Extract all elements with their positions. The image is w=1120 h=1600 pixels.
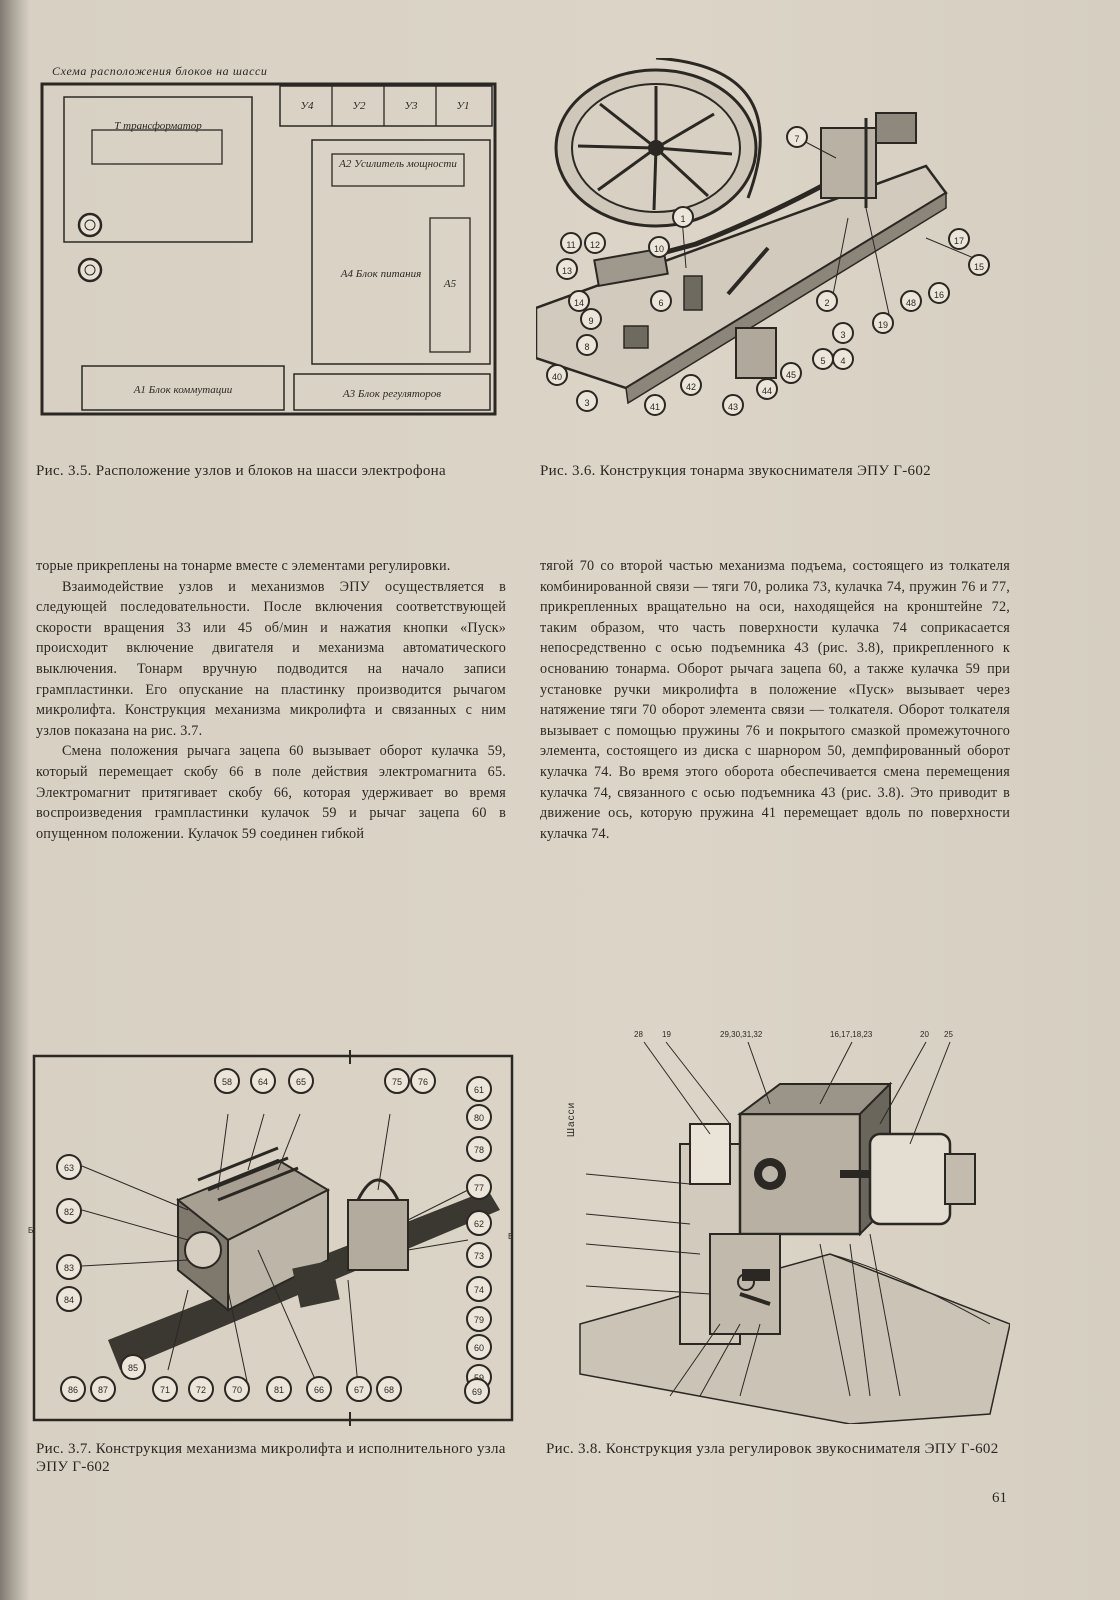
- page-number: 61: [992, 1490, 1007, 1506]
- callout: 44: [756, 378, 778, 400]
- part-number: 19: [662, 1030, 671, 1039]
- callout: 45: [780, 362, 802, 384]
- callout-68: 68: [376, 1376, 402, 1402]
- callout: 4: [832, 348, 854, 370]
- callout-63: 63: [56, 1154, 82, 1180]
- callout-74: 74: [466, 1276, 492, 1302]
- text-column-left: торые прикреплены на тонарме вместе с эл…: [36, 556, 506, 844]
- callout: 10: [648, 236, 670, 258]
- callout-84: 84: [56, 1286, 82, 1312]
- callout-79: 79: [466, 1306, 492, 1332]
- block-label-u3: У3: [404, 100, 418, 112]
- callout-80: 80: [466, 1104, 492, 1130]
- callout: 3: [832, 322, 854, 344]
- callout: 48: [900, 290, 922, 312]
- callout: 41: [644, 394, 666, 416]
- callout: 40: [546, 364, 568, 386]
- callout-87: 87: [90, 1376, 116, 1402]
- block-label-switching: А1 Блок коммутации: [133, 384, 233, 396]
- callout: 42: [680, 374, 702, 396]
- block-label-amplifier: А2 Усилитель мощности: [339, 158, 457, 170]
- callout-65: 65: [288, 1068, 314, 1094]
- paragraph: торые прикреплены на тонарме вместе с эл…: [36, 558, 451, 574]
- section-mark: Б: [28, 1226, 34, 1235]
- callout: 3: [576, 390, 598, 412]
- chassis-layout-drawing: [40, 82, 497, 416]
- block-label-u2: У2: [352, 100, 366, 112]
- caption-fig-3-5: Рис. 3.5. Расположение узлов и блоков на…: [36, 463, 446, 479]
- callout-67: 67: [346, 1376, 372, 1402]
- section-mark: Б: [508, 1232, 514, 1241]
- scheme-title: Схема расположения блоков на шасси: [52, 64, 268, 78]
- paragraph: Взаимодействие узлов и механизмов ЭПУ ос…: [36, 578, 506, 739]
- callout: 9: [580, 308, 602, 330]
- callout-61: 61: [466, 1076, 492, 1102]
- callout-58: 58: [214, 1068, 240, 1094]
- microlift-drawing: [32, 1050, 514, 1426]
- callout: 2: [816, 290, 838, 312]
- part-number: 29,30,31,32: [720, 1030, 763, 1039]
- callout-83: 83: [56, 1254, 82, 1280]
- callout: 11: [560, 232, 582, 254]
- adjustment-unit-drawing: [579, 1041, 1010, 1424]
- callout-85: 85: [120, 1354, 146, 1380]
- callout: 15: [968, 254, 990, 276]
- figure-3-5: Схема расположения блоков на шасси: [30, 62, 505, 422]
- callout-82: 82: [56, 1198, 82, 1224]
- callout: 43: [722, 394, 744, 416]
- callout: 19: [872, 312, 894, 334]
- callout: 8: [576, 334, 598, 356]
- callout-78: 78: [466, 1136, 492, 1162]
- callout: 7: [786, 126, 808, 148]
- callout: 12: [584, 232, 606, 254]
- callout: 16: [928, 282, 950, 304]
- tonearm-drawing: [536, 58, 989, 405]
- caption-fig-3-8: Рис. 3.8. Конструкция узла регулировок з…: [546, 1441, 999, 1457]
- figure-3-6: 7 1 11 12 10 13 14 9 8 6 2 17 15 16 48 1…: [536, 58, 1011, 438]
- callout-76: 76: [410, 1068, 436, 1094]
- caption-fig-3-6: Рис. 3.6. Конструкция тонарма звукоснима…: [540, 463, 931, 479]
- part-number: 25: [944, 1030, 953, 1039]
- callout: 6: [650, 290, 672, 312]
- part-number: 16,17,18,23: [830, 1030, 873, 1039]
- block-label-u4: У4: [300, 100, 314, 112]
- figure-3-8: 28 19 29,30,31,32 16,17,18,23 20 25 Шасс…: [566, 1024, 1010, 1424]
- block-label-regulators: А3 Блок регуляторов: [342, 388, 442, 400]
- callout-60: 60: [466, 1334, 492, 1360]
- paragraph: тягой 70 со второй частью механизма подъ…: [540, 558, 1010, 842]
- callout: 17: [948, 228, 970, 250]
- callout-66: 66: [306, 1376, 332, 1402]
- block-label-u1: У1: [456, 100, 470, 112]
- callout-75: 75: [384, 1068, 410, 1094]
- paragraph: Смена положения рычага зацепа 60 вызывае…: [36, 743, 506, 842]
- block-label-power: А4 Блок питания: [340, 268, 422, 280]
- callout: 5: [812, 348, 834, 370]
- callout-64: 64: [250, 1068, 276, 1094]
- part-number: 28: [634, 1030, 643, 1039]
- callout-72: 72: [188, 1376, 214, 1402]
- callout-70: 70: [224, 1376, 250, 1402]
- callout-86: 86: [60, 1376, 86, 1402]
- callout-69: 69: [464, 1378, 490, 1404]
- callout-62: 62: [466, 1210, 492, 1236]
- callout: 1: [672, 206, 694, 228]
- chassis-side-label: Шасси: [566, 1101, 578, 1138]
- callout: 14: [568, 290, 590, 312]
- callout-73: 73: [466, 1242, 492, 1268]
- block-label-transformer: Т трансформатор: [114, 120, 202, 132]
- callout-71: 71: [152, 1376, 178, 1402]
- text-column-right: тягой 70 со второй частью механизма подъ…: [540, 556, 1010, 844]
- caption-fig-3-7: Рис. 3.7. Конструкция механизма микролиф…: [36, 1441, 506, 1475]
- callout-77: 77: [466, 1174, 492, 1200]
- figure-3-7: Б Б 58 64 65 75 76 61 80 78 77 62 73 74 …: [28, 1050, 518, 1426]
- part-number: 20: [920, 1030, 929, 1039]
- callout-81: 81: [266, 1376, 292, 1402]
- callout: 13: [556, 258, 578, 280]
- block-label-a5: А5: [443, 278, 457, 290]
